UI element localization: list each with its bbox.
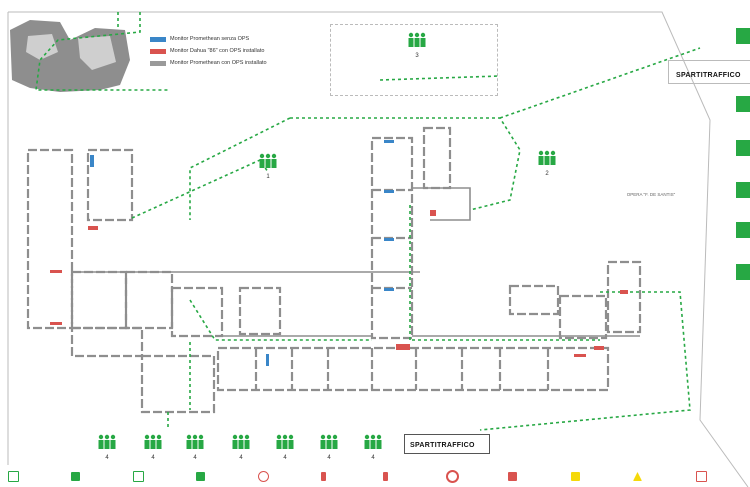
assembly-number: 4 (283, 455, 287, 461)
spartitraffico-bottom-label: SPARTITRAFFICO (410, 442, 475, 449)
legend-item (508, 466, 563, 487)
legend-row: Monitor Dahua "86" con OPS installato (150, 48, 267, 54)
legend-item (570, 466, 626, 487)
assembly-point-4: 4 (96, 434, 118, 461)
spartitraffico-top-box (668, 60, 750, 84)
legend-swatch-gray (150, 60, 166, 66)
people-group-icon (276, 434, 294, 449)
legend-label: Monitor Dahua "86" con OPS installato (170, 48, 265, 54)
people-group-icon (364, 434, 382, 449)
assembly-point-3: 3 (406, 32, 428, 59)
legend-item (195, 466, 251, 487)
assembly-point-4: 4 (230, 434, 252, 461)
assembly-point-4: 4 (362, 434, 384, 461)
first-aid-icon (508, 472, 517, 481)
people-group-icon (144, 434, 162, 449)
legend-item (8, 466, 63, 487)
assembly-number: 4 (193, 455, 197, 461)
emergency-exit-icon (70, 472, 80, 481)
assembly-point-4: 4 (184, 434, 206, 461)
legend-item (633, 466, 688, 487)
monitor-legend: Monitor Promethean senza OPS Monitor Dah… (150, 36, 267, 72)
exit-arrow-icon (133, 471, 144, 482)
assembly-number: 2 (545, 171, 549, 177)
building-walls (26, 126, 642, 414)
monitor-markers (50, 140, 628, 366)
people-group-icon (538, 150, 556, 165)
extinguisher-icon (320, 472, 326, 481)
assembly-point-4: 4 (318, 434, 340, 461)
warning-icon (633, 472, 642, 481)
assembly-number: 4 (239, 455, 243, 461)
assembly-point-1: 1 (257, 153, 279, 180)
fire-hose-icon (445, 470, 459, 483)
assembly-point-2: 2 (536, 150, 558, 177)
people-group-icon (232, 434, 250, 449)
evacuation-routes (35, 12, 701, 431)
spartitraffico-bottom-box (404, 434, 490, 454)
target-icon (258, 471, 269, 482)
assembly-box-top (330, 24, 498, 96)
corridor-walls (72, 187, 640, 337)
legend-item (695, 466, 750, 487)
assembly-row-bottom: 4 4 4 4 4 4 4 (96, 434, 396, 464)
assembly-point-icon (195, 472, 205, 481)
legend-item (383, 466, 438, 487)
people-group-icon (408, 32, 426, 47)
legend-item (445, 466, 501, 487)
legend-item (258, 466, 313, 487)
people-group-icon (320, 434, 338, 449)
legend-label: Monitor Promethean senza OPS (170, 36, 250, 42)
assembly-point-4: 4 (142, 434, 164, 461)
people-group-icon (98, 434, 116, 449)
adjacent-building (10, 20, 130, 92)
people-group-icon (186, 434, 204, 449)
assembly-number: 4 (327, 455, 331, 461)
valve-icon (695, 471, 707, 482)
assembly-number: 1 (266, 174, 270, 180)
legend-label: Monitor Promethean con OPS installato (170, 60, 267, 66)
legend-swatch-red (150, 48, 166, 54)
right-edge-assembly-markers (736, 28, 750, 280)
assembly-number: 3 (415, 53, 419, 59)
legend-item (70, 466, 126, 487)
assembly-number: 4 (105, 455, 109, 461)
spartitraffico-top-label: SPARTITRAFFICO (676, 72, 741, 79)
extinguisher-icon (383, 472, 388, 481)
legend-item (133, 466, 188, 487)
legend-swatch-blue (150, 36, 166, 42)
electric-panel-icon (570, 472, 580, 481)
assembly-point-4: 4 (274, 434, 296, 461)
legend-row: Monitor Promethean con OPS installato (150, 60, 267, 66)
assembly-number: 4 (371, 455, 375, 461)
legend-item (320, 466, 376, 487)
opera-label: OPERA "F. DE SANTIS" (626, 192, 676, 197)
symbols-legend-strip (0, 466, 750, 487)
assembly-number: 4 (151, 455, 155, 461)
legend-row: Monitor Promethean senza OPS (150, 36, 267, 42)
site-boundary (7, 11, 749, 487)
exit-icon (8, 471, 19, 482)
people-group-icon (259, 153, 277, 168)
